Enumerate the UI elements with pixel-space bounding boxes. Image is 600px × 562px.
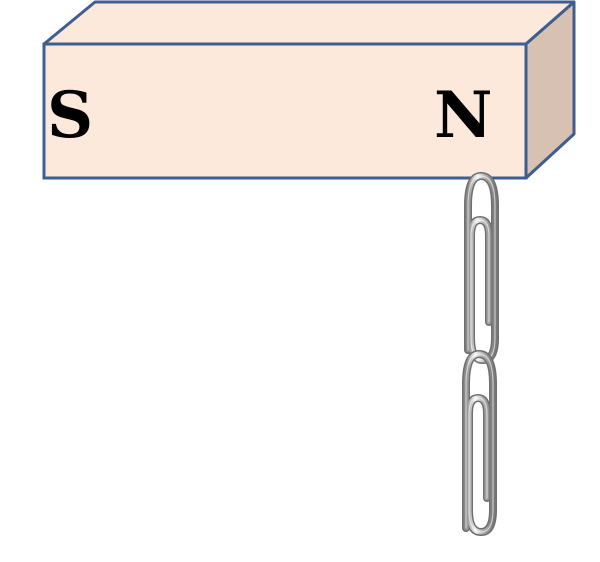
bar-magnet: S N: [42, 0, 576, 180]
paperclip-icon: [462, 350, 497, 536]
magnet-top-face: [42, 0, 576, 46]
paperclip-icon: [464, 172, 499, 364]
south-pole-label: S: [47, 78, 93, 153]
north-pole-label: N: [434, 78, 493, 153]
magnet-front-face: [42, 42, 528, 180]
